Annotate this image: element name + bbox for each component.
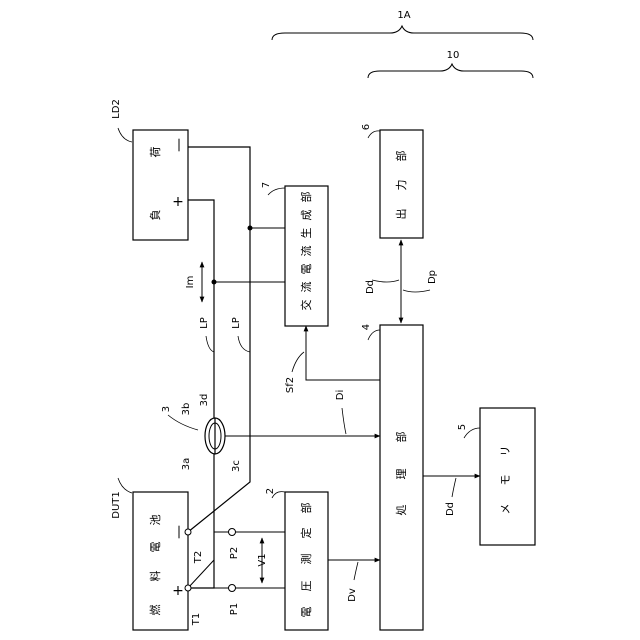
probe-p1-label: P1 bbox=[229, 603, 240, 615]
current-im-label: Im bbox=[185, 276, 196, 289]
svg-text:圧: 圧 bbox=[300, 581, 313, 592]
svg-text:荷: 荷 bbox=[149, 147, 162, 158]
probe-p1 bbox=[229, 585, 236, 592]
lp-leader-negative bbox=[238, 336, 250, 352]
ac-gen-node-negative bbox=[248, 226, 253, 231]
svg-text:流: 流 bbox=[299, 246, 313, 257]
svg-text:部: 部 bbox=[299, 192, 313, 203]
signal-dd-memory-leader bbox=[452, 478, 456, 497]
svg-text:負: 負 bbox=[149, 210, 162, 221]
memory-label: メ モ リ bbox=[499, 446, 512, 515]
lp-leader-positive bbox=[206, 336, 214, 352]
svg-text:モ: モ bbox=[499, 475, 512, 486]
sensor-number: 3 bbox=[161, 406, 172, 412]
output-label: 出 力 部 bbox=[394, 151, 408, 220]
svg-text:処: 処 bbox=[395, 505, 408, 516]
svg-text:部: 部 bbox=[394, 151, 408, 162]
brace-10 bbox=[368, 64, 533, 78]
svg-text:部: 部 bbox=[394, 432, 408, 443]
signal-sf2-label: Sf2 bbox=[285, 377, 296, 393]
group-label-1a: 1A bbox=[397, 10, 410, 21]
sensor-label-3d: 3d bbox=[199, 394, 210, 407]
svg-text:リ: リ bbox=[499, 446, 512, 457]
fuel-cell-ref: DUT1 bbox=[111, 491, 122, 519]
ac-generator-number: 7 bbox=[261, 182, 272, 188]
load-plus: + bbox=[172, 194, 184, 210]
svg-text:理: 理 bbox=[395, 469, 408, 480]
signal-sf2-leader bbox=[292, 352, 304, 372]
load-ref-leader bbox=[118, 128, 132, 142]
voltage-v1-label: V1 bbox=[257, 553, 268, 566]
svg-text:出: 出 bbox=[394, 209, 408, 220]
processor-leader bbox=[368, 330, 380, 340]
load-minus: — bbox=[171, 138, 187, 152]
svg-text:池: 池 bbox=[149, 515, 162, 526]
terminal-t1 bbox=[185, 585, 191, 591]
signal-dv-leader bbox=[354, 562, 358, 580]
svg-text:力: 力 bbox=[395, 180, 408, 191]
terminal-t2-label: T2 bbox=[193, 551, 204, 564]
probe-p2 bbox=[229, 529, 236, 536]
signal-dp-label: Dp bbox=[427, 270, 438, 284]
svg-text:電: 電 bbox=[300, 607, 313, 618]
svg-text:メ: メ bbox=[499, 504, 512, 515]
signal-dp-leader bbox=[403, 290, 430, 292]
svg-text:部: 部 bbox=[299, 503, 313, 514]
svg-text:流: 流 bbox=[299, 282, 313, 293]
group-label-10: 10 bbox=[447, 50, 460, 61]
load-ref: LD2 bbox=[111, 99, 122, 119]
lp-label-positive: LP bbox=[199, 317, 210, 329]
svg-text:生: 生 bbox=[299, 228, 313, 239]
sensor-label-3b: 3b bbox=[181, 403, 192, 416]
output-leader bbox=[368, 131, 380, 138]
svg-text:電: 電 bbox=[300, 264, 313, 275]
svg-text:測: 測 bbox=[299, 554, 313, 565]
signal-di-leader bbox=[342, 408, 346, 434]
fuel-cell-plus: + bbox=[172, 583, 184, 599]
svg-text:成: 成 bbox=[300, 210, 313, 221]
fuel-cell-ref-leader bbox=[118, 478, 132, 493]
svg-text:交: 交 bbox=[299, 300, 313, 311]
signal-dv-label: Dv bbox=[347, 588, 358, 602]
terminal-t2 bbox=[185, 529, 191, 535]
sensor-label-3c: 3c bbox=[231, 460, 242, 472]
power-line-negative bbox=[188, 147, 250, 532]
processor-number: 4 bbox=[361, 324, 372, 330]
svg-text:電: 電 bbox=[149, 542, 162, 553]
sensor-label-3a: 3a bbox=[181, 458, 192, 471]
signal-di-label: Di bbox=[335, 390, 346, 400]
probe-p2-label: P2 bbox=[229, 547, 240, 559]
lp-label-negative: LP bbox=[231, 317, 242, 329]
memory-number: 5 bbox=[457, 424, 468, 430]
svg-text:定: 定 bbox=[299, 528, 313, 539]
signal-sf2-line bbox=[306, 326, 380, 380]
signal-dd-output-leader bbox=[372, 280, 399, 282]
output-number: 6 bbox=[361, 124, 372, 130]
sensor-leader bbox=[168, 415, 198, 430]
signal-dd-output-label: Dd bbox=[365, 280, 376, 294]
ac-gen-node-positive bbox=[212, 280, 217, 285]
signal-dd-memory-label: Dd bbox=[445, 502, 456, 516]
svg-text:料: 料 bbox=[148, 571, 162, 582]
brace-1a bbox=[272, 26, 533, 40]
voltage-meter-number: 2 bbox=[265, 488, 276, 494]
terminal-t1-label: T1 bbox=[191, 613, 202, 626]
svg-text:燃: 燃 bbox=[148, 605, 162, 616]
